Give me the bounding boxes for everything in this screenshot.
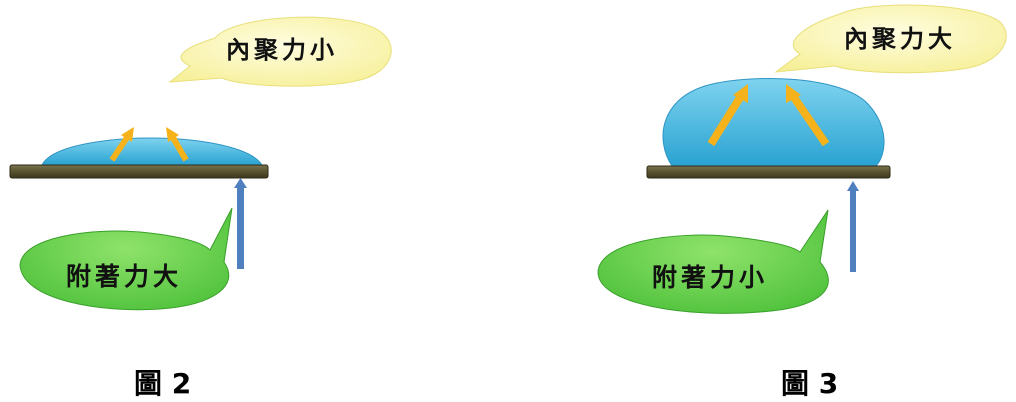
adhesion-arrow-fig2 xyxy=(234,178,247,269)
figure-3: 內聚力大 附著力小 xyxy=(597,4,1007,314)
water-droplet-round xyxy=(662,78,885,167)
cohesion-arrow-right xyxy=(169,134,189,162)
arrowhead-icon xyxy=(234,178,247,188)
yellow-speech-bubble xyxy=(774,4,1007,74)
arrowhead-icon xyxy=(733,84,748,103)
cohesion-label-fig2: 內聚力小 xyxy=(226,36,338,64)
solid-surface-plate xyxy=(9,164,269,179)
cohesion-bubble-fig2: 內聚力小 xyxy=(168,16,392,87)
solid-surface-plate xyxy=(646,165,891,179)
adhesion-bubble-fig2: 附著力大 xyxy=(19,207,233,311)
adhesion-bubble-fig3: 附著力小 xyxy=(597,209,829,314)
arrowhead-icon xyxy=(847,181,859,191)
yellow-speech-bubble xyxy=(168,16,392,87)
arrowhead-icon xyxy=(121,127,134,142)
cohesion-arrows-fig2 xyxy=(109,127,189,162)
arrowhead-icon xyxy=(166,127,179,142)
cohesion-label-fig3: 內聚力大 xyxy=(844,25,956,53)
green-speech-bubble xyxy=(19,207,233,311)
figure-3-caption: 圖 3 xyxy=(781,367,839,400)
figure-2-caption: 圖 2 xyxy=(134,367,192,400)
cohesion-arrow-left xyxy=(109,134,131,162)
arrowhead-icon xyxy=(786,84,801,103)
cohesion-bubble-fig3: 內聚力大 xyxy=(774,4,1007,74)
water-droplet-flat xyxy=(41,137,263,166)
adhesion-arrow-shaft xyxy=(237,186,244,269)
figure-2: 內聚力小 附著力大 xyxy=(9,16,392,311)
adhesion-label-fig2: 附著力大 xyxy=(66,262,182,291)
adhesion-arrow-fig3 xyxy=(847,181,859,272)
cohesion-arrow-right xyxy=(789,93,830,147)
cohesion-arrow-left xyxy=(707,93,745,147)
green-speech-bubble xyxy=(597,209,829,314)
cohesion-arrows-fig3 xyxy=(707,84,830,147)
adhesion-arrow-shaft xyxy=(850,190,856,272)
adhesion-label-fig3: 附著力小 xyxy=(652,263,768,292)
